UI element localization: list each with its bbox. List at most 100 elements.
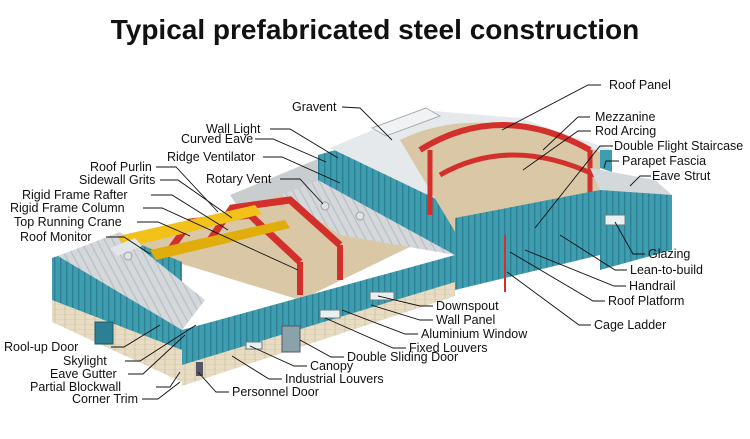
gravent (370, 107, 442, 137)
label-sidewall-grits: Sidewall Grits (79, 173, 155, 187)
label-partial-blockwall: Partial Blockwall (30, 380, 121, 394)
leader-mezzanine (542, 116, 590, 151)
personnel-door (196, 362, 203, 376)
leader-skylight (125, 324, 197, 362)
leader-handrail (524, 249, 626, 287)
label-eave-strut: Eave Strut (652, 169, 711, 183)
label-fixed-louvers: Fixed Louvers (409, 341, 488, 355)
label-handrail: Handrail (629, 279, 676, 293)
label-rod-arcing: Rod Arcing (595, 124, 656, 138)
leader-canopy (249, 345, 307, 367)
leader-wall-panel (370, 304, 433, 321)
label-downspout: Downspout (436, 299, 499, 313)
leader-roof-panel (501, 84, 601, 131)
leader-fixed-louvers (324, 317, 406, 349)
leader-gravent (341, 106, 393, 141)
leader-glazing (614, 221, 645, 255)
label-roof-purlin: Roof Purlin (90, 160, 152, 174)
leader-double-sliding-door (299, 339, 344, 358)
label-ridge-ventilator: Ridge Ventilator (167, 150, 255, 164)
label-parapet-fascia: Parapet Fascia (622, 154, 706, 168)
label-wall-panel: Wall Panel (436, 313, 495, 327)
label-roll-up-door: Rool-up Door (4, 340, 78, 354)
mezz-front-wall (318, 140, 455, 255)
leader-rigid-frame-column (143, 207, 299, 271)
label-rigid-frame-column: Rigid Frame Column (10, 201, 125, 215)
glazing (604, 214, 626, 226)
label-rotary-vent: Rotary Vent (206, 172, 272, 186)
leader-roll-up-door (111, 324, 161, 348)
label-curved-eave: Curved Eave (181, 132, 253, 146)
leader-rotary-vent (280, 178, 324, 205)
mezzanine-building (318, 107, 672, 292)
leader-cage-ladder (506, 271, 591, 326)
label-double-sliding-door: Double Sliding Door (347, 350, 458, 364)
label-wall-light: Wall Light (206, 122, 261, 136)
leader-sidewall-grits (160, 179, 233, 219)
leader-double-flight-staircase (534, 145, 613, 229)
leader-top-running-crane (137, 221, 191, 237)
label-roof-monitor: Roof Monitor (20, 230, 92, 244)
rotary-vent (123, 251, 133, 261)
main-back-wall (230, 158, 320, 210)
label-glazing: Glazing (648, 247, 690, 261)
aluminium-window (369, 291, 395, 301)
label-corner-trim: Corner Trim (72, 392, 138, 406)
leader-lean-to-build (559, 234, 627, 271)
roof-monitor (110, 238, 142, 256)
lean-to-build (600, 175, 672, 270)
labels: Gravent Wall Light Curved Eave Ridge Ven… (4, 78, 743, 406)
label-eave-gutter: Eave Gutter (50, 367, 117, 381)
main-roof-back (268, 160, 455, 255)
lean-to-wall (455, 190, 600, 290)
label-canopy: Canopy (310, 359, 354, 373)
label-top-running-crane: Top Running Crane (14, 215, 122, 229)
label-skylight: Skylight (63, 354, 107, 368)
label-roof-panel: Roof Panel (609, 78, 671, 92)
fixed-louvers (319, 309, 341, 319)
leader-roof-monitor (106, 236, 151, 255)
label-cage-ladder: Cage Ladder (594, 318, 666, 332)
leader-aluminium-window (341, 309, 418, 335)
leader-parapet-fascia (603, 160, 619, 169)
label-double-flight-staircase: Double Flight Staircase (614, 139, 743, 153)
rotary-vent (355, 211, 365, 221)
label-mezzanine: Mezzanine (595, 110, 655, 124)
rod-arcing (438, 152, 597, 178)
rod-arcing (418, 122, 592, 153)
label-rigid-frame-rafter: Rigid Frame Rafter (22, 188, 128, 202)
leader-eave-strut (629, 175, 651, 187)
label-personnel-door: Personnel Door (232, 385, 319, 399)
leader-downspout (377, 295, 433, 307)
label-aluminium-window: Aluminium Window (421, 327, 528, 341)
main-roof-left (58, 232, 205, 330)
leader-corner-trim (142, 381, 181, 400)
roll-up-door (94, 321, 114, 345)
leader-roof-platform (509, 251, 605, 302)
leader-rigid-frame-rafter (151, 194, 229, 231)
page-title: Typical prefabricated steel construction (110, 14, 640, 45)
leader-wall-light (270, 128, 339, 159)
main-building (52, 158, 470, 386)
left-blockwall (52, 300, 182, 382)
lean-to-roof (590, 168, 672, 195)
top-running-crane (118, 205, 290, 260)
label-lean-to-build: Lean-to-build (630, 263, 703, 277)
industrial-louvers (245, 341, 263, 350)
leader-partial-blockwall (156, 371, 181, 388)
label-roof-platform: Roof Platform (608, 294, 684, 308)
leader-curved-eave (255, 138, 327, 163)
leader-industrial-louvers (231, 355, 282, 380)
leader-ridge-ventilator (263, 156, 341, 184)
leader-lines (106, 84, 651, 400)
front-blockwall (182, 282, 455, 386)
leader-eave-gutter (128, 334, 186, 375)
label-industrial-louvers: Industrial Louvers (285, 372, 384, 386)
leader-rod-arcing (522, 130, 591, 171)
double-sliding-door (281, 325, 301, 353)
label-gravent: Gravent (292, 100, 337, 114)
leader-roof-purlin (156, 166, 219, 213)
leader-personnel-door (197, 371, 229, 393)
